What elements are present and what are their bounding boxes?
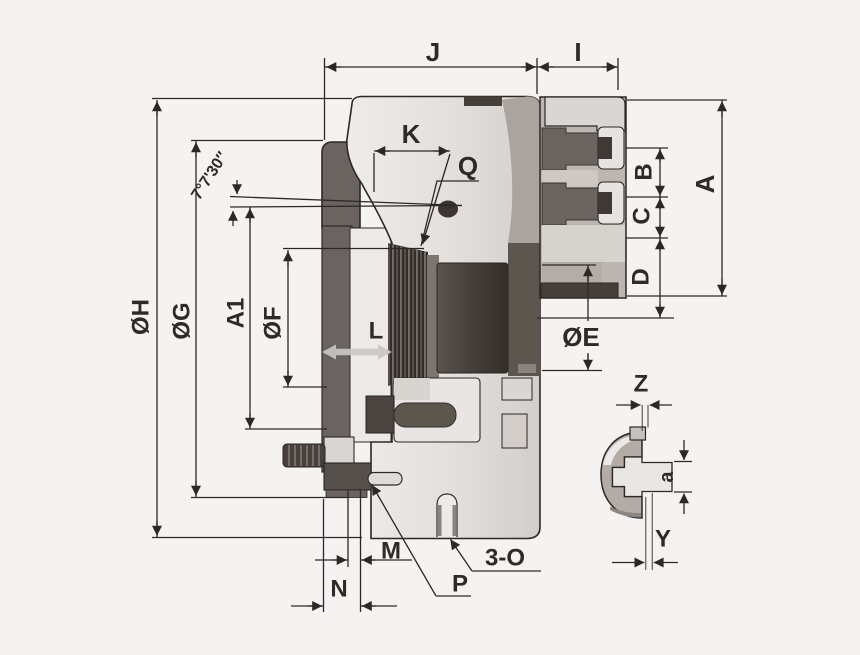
face-hole: [438, 200, 458, 218]
label-Q: Q: [458, 151, 478, 181]
top-jaw: [544, 96, 626, 132]
detail-t-key: [611, 456, 673, 498]
bore-wall: [508, 243, 540, 376]
mounting-bolt: [365, 377, 481, 443]
label-N: N: [330, 576, 347, 603]
spindle-taper-threads: [388, 243, 428, 386]
mounting-hole-wall-right: [452, 505, 456, 536]
dimension-K: [374, 146, 451, 245]
detail-highlight: [603, 435, 640, 465]
dimension-Z: [616, 400, 672, 431]
cam-screw: [282, 436, 403, 498]
label-dia-H: ØH: [128, 299, 155, 335]
mounting-hole-wall-left: [438, 505, 442, 536]
label-a: a: [656, 471, 678, 483]
label-A: A: [690, 174, 720, 193]
label-I: I: [574, 37, 581, 67]
mounting-hole: [436, 493, 458, 537]
jaw-guide-strip: [540, 282, 619, 299]
chuck-jaws: [539, 96, 627, 299]
detail-shadow: [610, 506, 641, 518]
dimension-taper-angle: [228, 180, 463, 226]
operating-mechanism: [501, 364, 536, 449]
jaw-bolt-1: [598, 137, 612, 159]
bore-shading: [502, 96, 540, 243]
label-M: M: [381, 538, 401, 565]
label-L: L: [369, 318, 384, 345]
dimension-Y: [612, 493, 678, 570]
jaw-bolt-2: [598, 192, 612, 214]
jaw-detail-view: [600, 426, 673, 519]
detail-tab: [629, 426, 647, 441]
p-leader: [371, 484, 471, 597]
chuck-core: [427, 255, 509, 380]
holes-leader: [449, 539, 541, 572]
jaw-travel-arrow: [322, 344, 392, 360]
label-Y: Y: [655, 526, 671, 553]
label-dia-G: ØG: [169, 302, 196, 339]
label-Z: Z: [634, 371, 649, 398]
t-block: [323, 462, 372, 491]
label-dia-F: ØF: [260, 306, 287, 339]
key-notch: [464, 96, 502, 106]
label-A1: A1: [223, 298, 250, 329]
q-leader: [420, 180, 479, 247]
label-D: D: [628, 268, 655, 285]
extension-lines: [152, 58, 727, 612]
label-dia-E: ØE: [562, 322, 600, 352]
dimension-a: [674, 440, 692, 514]
label-3-O: 3-O: [485, 545, 525, 572]
label-C: C: [629, 207, 656, 224]
label-J: J: [426, 37, 440, 67]
tommy-pin: [367, 471, 403, 486]
label-B: B: [631, 163, 658, 180]
label-K: K: [402, 119, 421, 149]
label-P: P: [452, 571, 468, 598]
